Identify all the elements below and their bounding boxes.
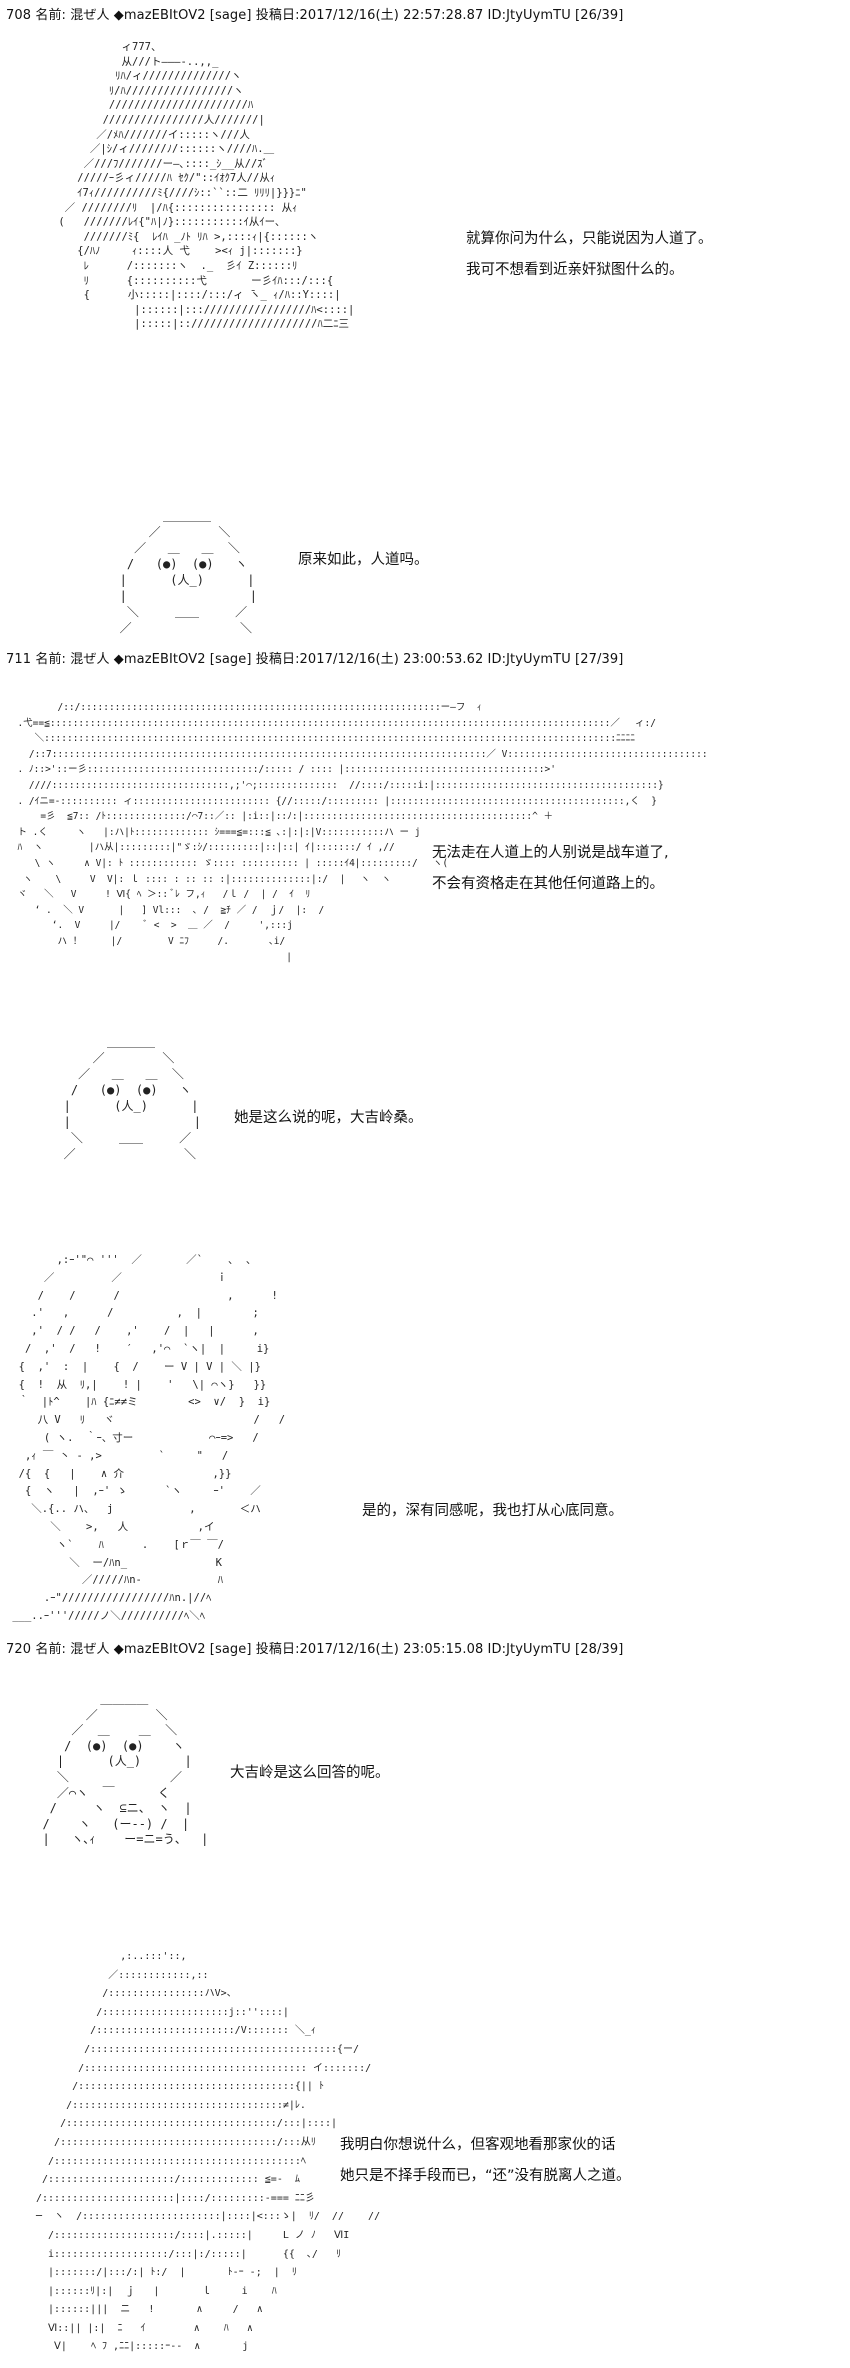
dialogue-line: 原来如此，人道吗。 (298, 552, 429, 568)
ascii-art-darjeeling: ,:ｰ'"⌒ ''' ／ ／` ､ ､ ／ ／ ｉ / / / , ! .' ,… (12, 1254, 286, 1622)
ascii-art-hat-figure: ィ777、 从///ト―――-..,,_ ﾘﾊ/ィ//////////////ヽ… (58, 41, 355, 331)
dialogue-block: 原来如此，人道吗。 (298, 545, 429, 576)
dialogue-block: 就算你问为什么，只能说因为人道了。 我可不想看到近亲奸狱图什么的。 (466, 224, 713, 286)
ascii-art-kay-figure: ,:..:::'::, ／::::::::::::,:: /::::::::::… (36, 1951, 381, 2353)
dialogue-block: 她是这么说的呢，大吉岭桑。 (234, 1103, 423, 1134)
ascii-art-manju: ＿＿＿＿ ／ ＼ ／ ＿ ＿ ＼ / (●) (●) ヽ | (人_) | | … (119, 509, 257, 635)
dialogue-line: 大吉岭是这么回答的呢。 (230, 1765, 390, 1781)
dialogue-block: 是的，深有同感呢，我也打从心底同意。 (362, 1496, 623, 1527)
dialogue-line: 就算你问为什么，只能说因为人道了。 (466, 231, 713, 247)
post-header-711: 711 名前: 混ぜ人 ◆mazEBItOV2 [sage] 投稿日:2017/… (6, 652, 624, 667)
dialogue-block: 大吉岭是这么回答的呢。 (230, 1758, 390, 1789)
dialogue-line: 她只是不择手段而已，“还”没有脱离人之道。 (340, 2168, 631, 2184)
post-header-720: 720 名前: 混ぜ人 ◆mazEBItOV2 [sage] 投稿日:2017/… (6, 1642, 624, 1657)
dialogue-line: 是的，深有同感呢，我也打从心底同意。 (362, 1503, 623, 1519)
ascii-art-manju-arms: ＿＿＿＿ ／ ＼ ／ ＿ ＿ ＼ / (●) (●) ヽ | (人_) | ＼ … (42, 1692, 209, 1847)
ascii-art-tank-girl: /::/::::::::::::::::::::::::::::::::::::… (17, 702, 708, 963)
post-header-708: 708 名前: 混ぜ人 ◆mazEBItOV2 [sage] 投稿日:2017/… (6, 8, 624, 23)
dialogue-line: 她是这么说的呢，大吉岭桑。 (234, 1110, 423, 1126)
dialogue-block: 无法走在人道上的人别说是战车道了, 不会有资格走在其他任何道路上的。 (432, 838, 669, 900)
dialogue-line: 我明白你想说什么，但客观地看那家伙的话 (340, 2137, 616, 2153)
dialogue-block: 我明白你想说什么，但客观地看那家伙的话 她只是不择手段而已，“还”没有脱离人之道… (340, 2130, 631, 2192)
dialogue-line: 不会有资格走在其他任何道路上的。 (432, 876, 664, 892)
ascii-art-manju: ＿＿＿＿ ／ ＼ ／ ＿ ＿ ＼ / (●) (●) ヽ | (人_) | | … (63, 1035, 201, 1161)
dialogue-line: 无法走在人道上的人别说是战车道了, (432, 845, 669, 861)
dialogue-line: 我可不想看到近亲奸狱图什么的。 (466, 262, 684, 278)
